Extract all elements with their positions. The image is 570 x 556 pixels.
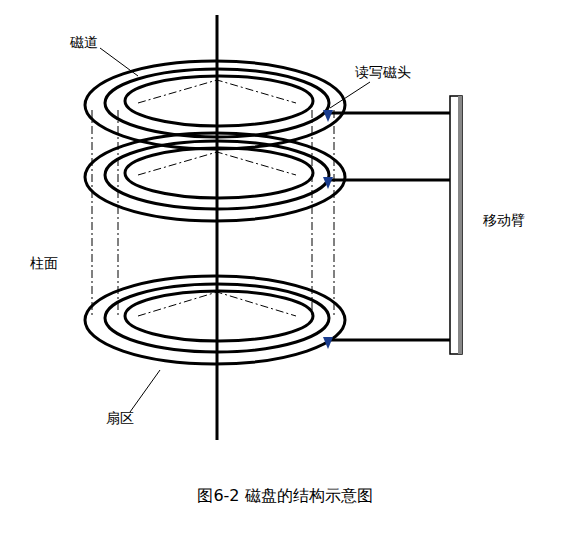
head-label: 读写磁头	[355, 64, 411, 81]
track-label: 磁道	[70, 34, 98, 51]
figure-caption: 图6-2 磁盘的结构示意图	[0, 486, 570, 507]
cylinder-label: 柱面	[30, 255, 58, 272]
sector-label: 扇区	[106, 410, 134, 427]
arm-label: 移动臂	[483, 212, 525, 229]
